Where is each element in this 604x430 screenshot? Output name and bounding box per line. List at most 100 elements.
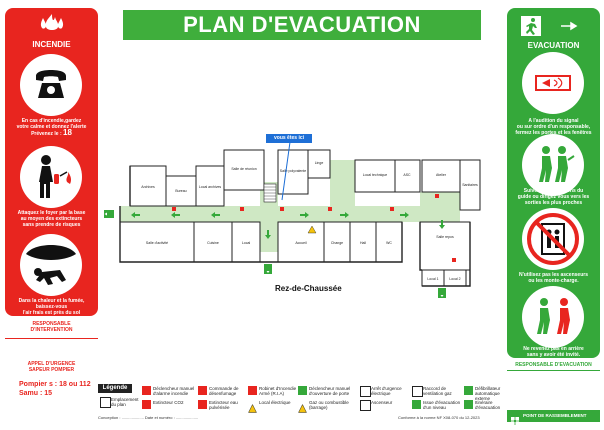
electric-hazard-icon xyxy=(307,225,317,234)
evac-text-signal: A l'audition du signal ou sur ordre d'un… xyxy=(511,118,596,136)
emergency-line: SAPEUR POMPIER xyxy=(28,367,75,373)
legend-item: Ascenseur xyxy=(371,400,393,405)
legend: Légende Emplacement du plan Déclencheur … xyxy=(98,384,598,422)
gas-valve-icon xyxy=(298,400,307,413)
legend-item: Défibrillateur automatique externe xyxy=(475,386,501,401)
evac-text-line: sans y avoir été invité. xyxy=(526,352,581,358)
you-are-here-pointer xyxy=(281,141,291,201)
arrow-down-icon xyxy=(439,220,445,229)
extinguisher-icon xyxy=(172,207,176,211)
intervention-line: D'INTERVENTION xyxy=(30,327,73,333)
legend-item: Arrêt d'urgence électrique xyxy=(371,386,402,396)
evac-text-line: N'utilisez pas les ascenseurs xyxy=(518,272,588,278)
room-label: WC xyxy=(386,241,392,245)
room-label: Change xyxy=(331,241,343,245)
alarm-button-icon xyxy=(142,386,151,395)
room-label: Local 2 xyxy=(449,277,460,281)
legend-item: Déclencheur manuel d'ouverture de porte xyxy=(309,386,351,396)
legend-item: Itinéraire d'évacuation xyxy=(475,400,501,410)
no-elevator-icon xyxy=(522,208,584,270)
legend-item: Issue d'évacuation d'un niveau xyxy=(423,400,461,410)
emergency-numbers: Pompier s : 18 ou 112 Samu : 15 xyxy=(5,380,98,398)
evacuation-arrows xyxy=(131,212,445,239)
arrow-left-icon xyxy=(131,212,140,218)
page-title: PLAN D'EVACUATION xyxy=(123,10,481,40)
firefighters-number: Pompier s : 18 ou 112 xyxy=(19,381,91,388)
fire-hose-icon xyxy=(248,386,257,395)
fire-text-smoke: Dans la chaleur et la fumée, baissez-vou… xyxy=(9,298,94,316)
extinguisher-icon xyxy=(452,258,456,262)
fire-text-line: Attaquez le foyer par la base xyxy=(17,210,86,216)
co2-extinguisher-icon xyxy=(142,400,151,409)
evacuation-manager: RESPONSABLE D'EVACUATION xyxy=(515,362,592,368)
room-label: Salle d'activité xyxy=(146,241,168,245)
legend-item: Extincteur CO2 xyxy=(153,400,184,405)
fire-number: 18 xyxy=(63,128,72,137)
you-are-here-icon xyxy=(100,397,111,408)
evac-text-line: guide ou dirigez vous vers les xyxy=(517,194,590,200)
room-atelier xyxy=(421,159,461,193)
outer-wall xyxy=(119,166,471,287)
room-local-archives xyxy=(195,165,225,207)
exit-sign-icon xyxy=(438,288,446,298)
room-reunion xyxy=(223,149,265,191)
evac-text-line: fermez les portes et les fenêtres xyxy=(515,130,592,136)
evac-text-line: ou les monte-charge. xyxy=(528,278,579,284)
legend-item: Commande de désenfumage xyxy=(209,386,239,396)
room-label: Sanitaires xyxy=(462,183,478,187)
assembly-point: POINT DE RASSEMBLEMENT xyxy=(507,410,600,425)
legend-title: Légende xyxy=(98,384,132,393)
fire-text-line: En cas d'incendie,gardez xyxy=(21,118,82,124)
room-label: Local xyxy=(242,241,251,245)
evacuation-heading: EVACUATION xyxy=(527,41,580,50)
intervention-manager: RESPONSABLE D'INTERVENTION xyxy=(5,321,98,333)
fire-text-prefix: Prévenez le : xyxy=(31,131,62,137)
fire-text-line: votre calme et donnez l'alerte xyxy=(16,124,87,130)
you-are-here-badge: vous êtes ici xyxy=(266,134,312,143)
smoke-control-icon xyxy=(198,386,207,395)
evac-text-line: Suivez les indications du xyxy=(523,188,584,194)
evac-text-line: A l'audition du signal xyxy=(528,118,579,124)
fire-text-line: baissez-vous xyxy=(35,304,68,310)
room-hall xyxy=(349,221,377,263)
electric-hazard-icon xyxy=(248,400,257,413)
room-label: Linge xyxy=(315,161,324,165)
door-release-icon xyxy=(298,386,307,395)
legend-item: Emplacement du plan xyxy=(111,397,139,407)
flame-icon xyxy=(37,12,67,34)
room-label: Salle repos xyxy=(436,235,454,239)
room-label: Local archives xyxy=(199,185,222,189)
legend-item: Raccord de ventilation gaz xyxy=(423,386,452,396)
evac-text-return: Ne revenez pas en arrière sans y avoir é… xyxy=(511,346,596,358)
fire-text-alert: En cas d'incendie,gardez votre calme et … xyxy=(9,118,94,137)
legend-item: Gaz ou combustible (barrage) xyxy=(309,400,349,410)
room-asc xyxy=(394,159,421,193)
corridor-branch xyxy=(330,160,355,206)
emergency-call: APPEL D'URGENCE SAPEUR POMPIER xyxy=(5,361,98,373)
room-salle-poly xyxy=(277,149,309,195)
room-label: Local technique xyxy=(363,173,388,177)
room-salle-repos xyxy=(419,221,471,271)
stairs-icon xyxy=(263,183,277,203)
evacuation-panel: EVACUATION A l'audition du signal ou sur… xyxy=(507,8,600,358)
arrow-right-icon xyxy=(340,212,349,218)
room-label: Hall xyxy=(360,241,366,245)
emergency-stop-icon xyxy=(360,386,371,397)
divider xyxy=(507,370,600,371)
evac-text-line: sorties les plus proches xyxy=(524,200,583,206)
phone-icon xyxy=(20,54,82,116)
extinguisher-person-icon xyxy=(20,146,82,208)
alarm-button-icon xyxy=(280,207,284,211)
legend-item: Robinet d'Incendie Armé (R.I.A) xyxy=(259,386,297,396)
crawl-smoke-icon xyxy=(20,234,82,296)
room-label: ASC xyxy=(403,173,411,177)
samu-number: Samu : 15 xyxy=(19,390,53,397)
room-linge xyxy=(307,149,331,179)
room-label: Local 1 xyxy=(427,277,438,281)
corridor xyxy=(120,192,460,222)
evac-text-line: ou sur ordre d'un responsable, xyxy=(516,124,591,130)
alarm-button-icon xyxy=(390,207,394,211)
level-exit-icon xyxy=(412,400,421,409)
room-bureau xyxy=(165,175,197,207)
fire-text-line: Dans la chaleur et la fumée, xyxy=(18,298,85,304)
